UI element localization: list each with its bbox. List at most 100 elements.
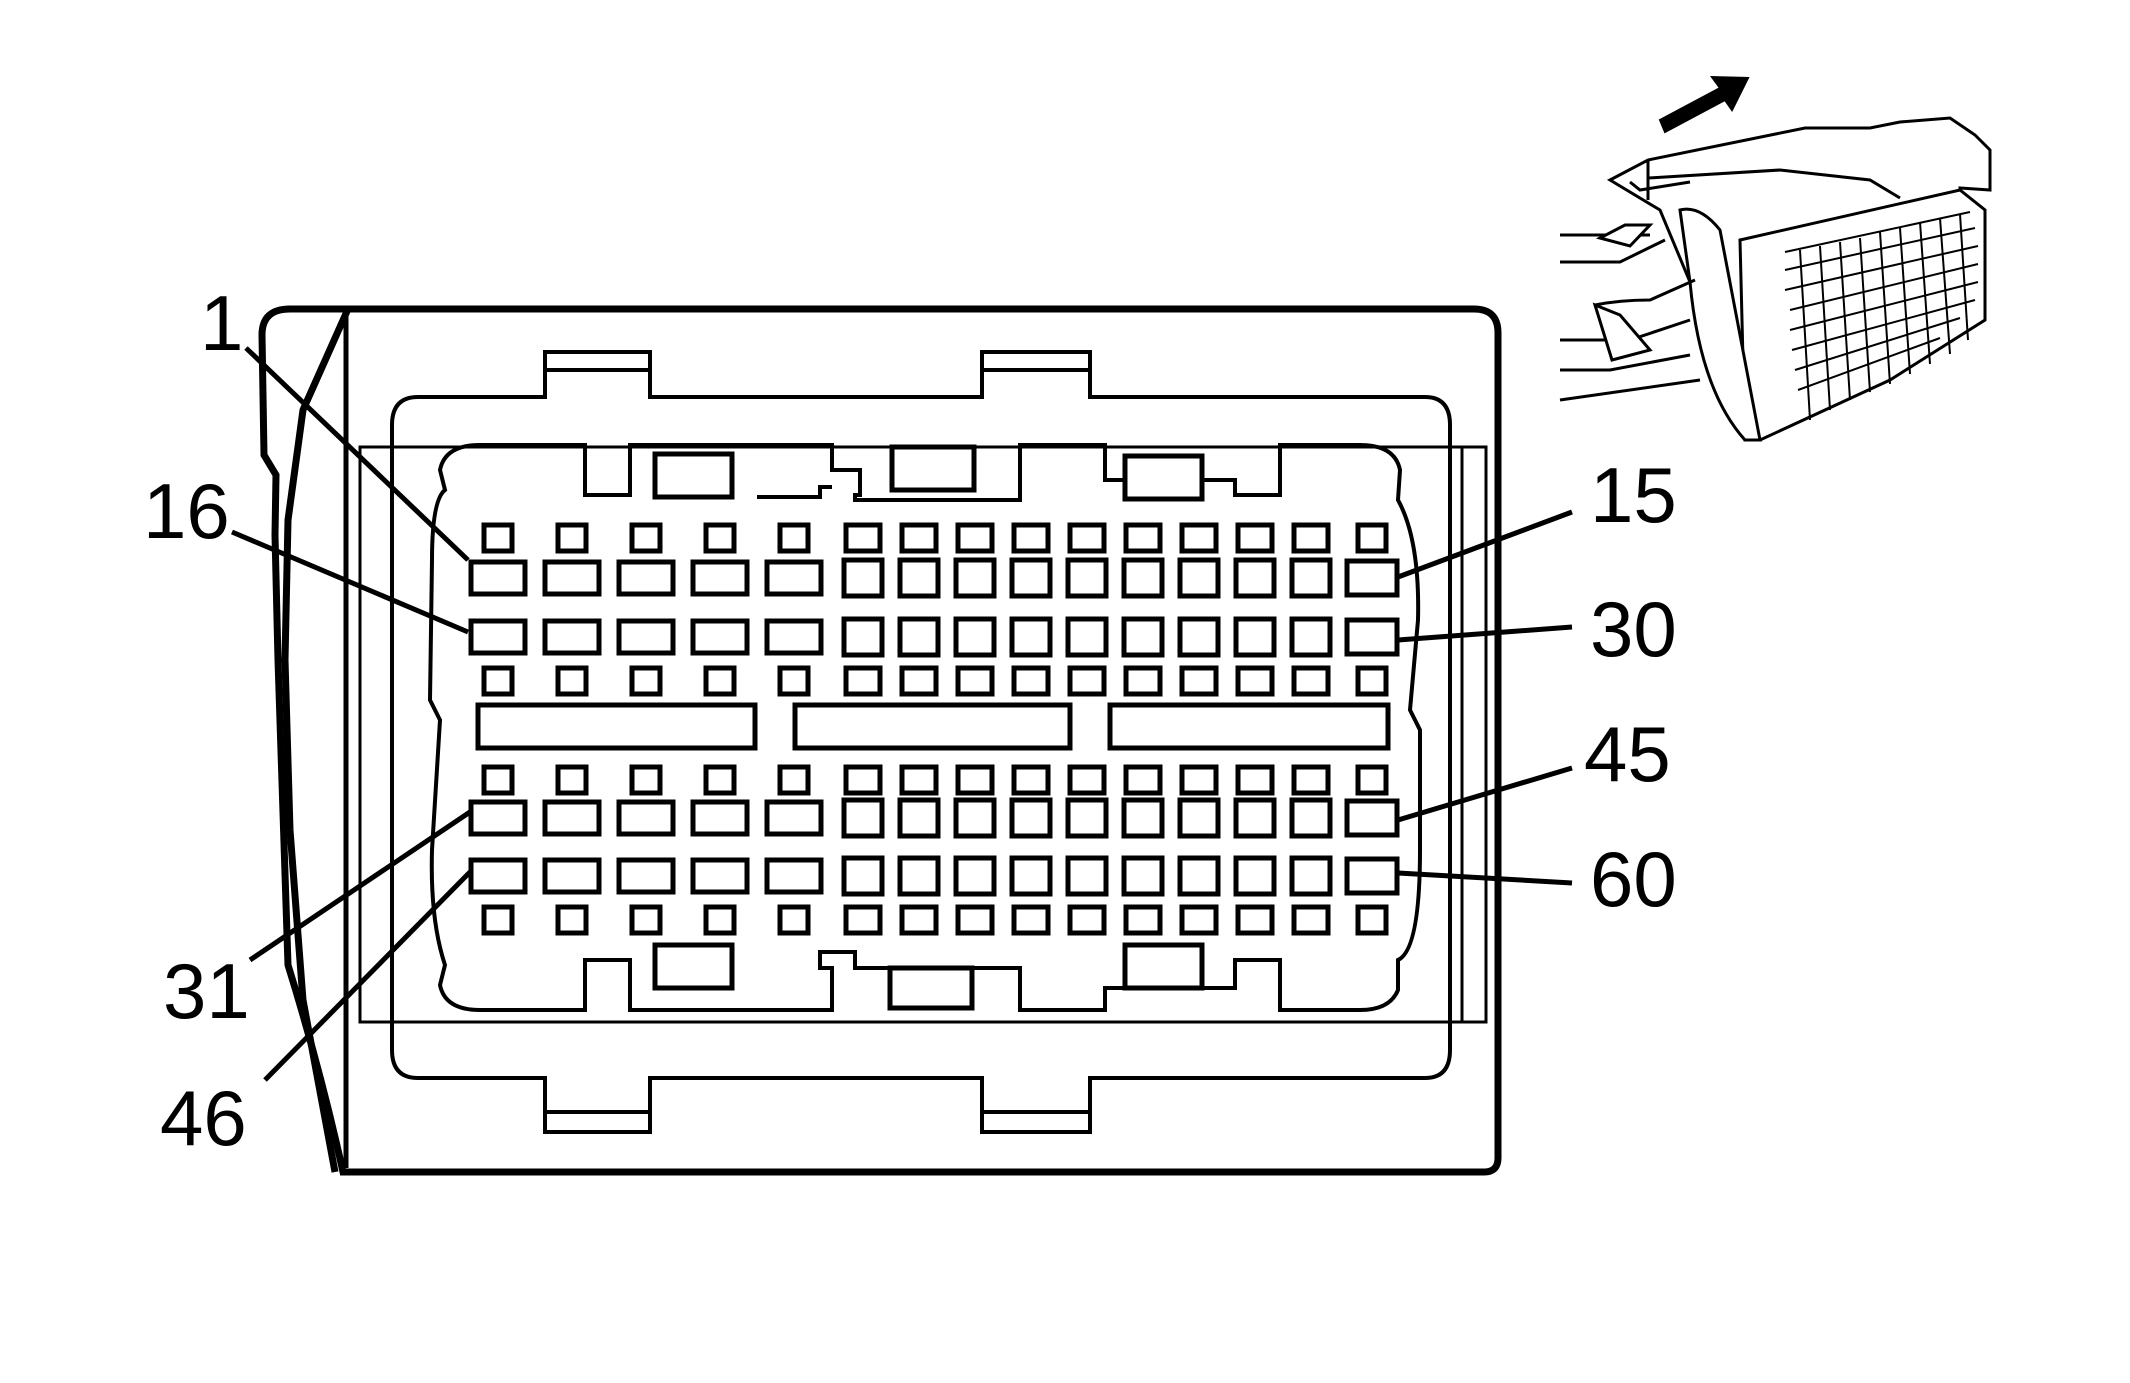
lock-window (777, 522, 811, 554)
cavity-shell-outline (390, 350, 1452, 1134)
housing-left-chamfer (281, 307, 352, 1173)
connector-perspective-icon (1559, 116, 1992, 442)
lock-window (1179, 904, 1219, 936)
lock-window (481, 764, 515, 796)
leader-line-pin-1 (244, 346, 470, 562)
label-pin-1: 1 (200, 279, 243, 367)
lock-window (629, 764, 663, 796)
leader-lines (231, 346, 1573, 1082)
lock-window (703, 665, 737, 697)
leader-line-pin-16 (231, 529, 469, 635)
lock-window (1123, 764, 1163, 796)
lock-window (1355, 665, 1389, 697)
key-slot (652, 942, 735, 991)
pin-cavity-35 (764, 799, 824, 837)
pin-cavity-12 (1177, 557, 1221, 599)
pin-cavity-22 (897, 616, 941, 658)
lock-window (1011, 522, 1051, 554)
lock-window (629, 904, 663, 936)
lock-window (1355, 522, 1389, 554)
lock-window (1011, 764, 1051, 796)
pin-cavity-55 (1065, 855, 1109, 897)
lock-window (1355, 904, 1389, 936)
leader-line-pin-60 (1397, 870, 1573, 886)
lock-window (777, 904, 811, 936)
pin-cavity-23 (953, 616, 997, 658)
lock-window (843, 665, 883, 697)
lock-window (1355, 764, 1389, 796)
label-pin-45: 45 (1584, 710, 1671, 798)
pin-cavity-52 (897, 855, 941, 897)
label-pin-30: 30 (1590, 585, 1677, 673)
pin-cavity-58 (1233, 855, 1277, 897)
key-slot (889, 444, 977, 493)
pin-cavity-18 (616, 618, 676, 656)
pin-cavity-1 (468, 559, 528, 597)
cavity-shell (390, 350, 1452, 1134)
connector-housing (258, 305, 1502, 1176)
pin-cavity-31 (468, 799, 528, 837)
pin-cavity-51 (841, 855, 885, 897)
pin-cavity-50 (764, 857, 824, 895)
pin-cavity-15 (1344, 558, 1400, 598)
lock-window (629, 665, 663, 697)
pin-cavity-38 (953, 797, 997, 839)
lock-window (899, 665, 939, 697)
lock-window (1291, 522, 1331, 554)
lock-window (1291, 764, 1331, 796)
label-pin-46: 46 (160, 1074, 247, 1162)
leader-line-pin-45 (1397, 765, 1573, 823)
lock-window (899, 904, 939, 936)
pin-cavity-43 (1233, 797, 1277, 839)
pin-cavity-45 (1344, 798, 1400, 838)
leader-line-pin-15 (1397, 509, 1573, 580)
lock-window (899, 522, 939, 554)
lock-window (1067, 522, 1107, 554)
arrow-icon (1658, 75, 1750, 134)
pin-cavity-56 (1121, 855, 1165, 897)
lock-window (1123, 522, 1163, 554)
lock-window (1291, 665, 1331, 697)
lock-window (703, 522, 737, 554)
lock-window (955, 522, 995, 554)
pin-cavity-19 (690, 618, 750, 656)
lock-window (843, 522, 883, 554)
lock-window (843, 904, 883, 936)
pin-cavity-30 (1344, 617, 1400, 657)
lock-window (703, 764, 737, 796)
label-pin-60: 60 (1590, 835, 1677, 923)
lock-window (1235, 522, 1275, 554)
lock-window (1011, 904, 1051, 936)
pin-cavity-24 (1009, 616, 1053, 658)
pin-labels: 1 16 15 30 45 60 31 46 (143, 279, 1677, 1162)
pin-cavity-2 (542, 559, 602, 597)
lock-window (1235, 665, 1275, 697)
label-pin-31: 31 (163, 947, 250, 1035)
lock-window (555, 665, 589, 697)
lock-window (1123, 665, 1163, 697)
leader-line-pin-31 (248, 809, 472, 963)
lock-window (1179, 522, 1219, 554)
pin-cavity-5 (764, 559, 824, 597)
pin-cavity-59 (1289, 855, 1333, 897)
lock-window (1067, 665, 1107, 697)
lock-window (777, 665, 811, 697)
lock-window (555, 904, 589, 936)
latch-lines (545, 368, 1090, 1114)
key-slot (1122, 453, 1205, 502)
pin-cavity-33 (616, 799, 676, 837)
lock-window (777, 764, 811, 796)
lock-window (555, 764, 589, 796)
pin-cavity-6 (841, 557, 885, 599)
lock-window (1235, 764, 1275, 796)
pin-cavity-39 (1009, 797, 1053, 839)
lock-window (955, 904, 995, 936)
lock-window (555, 522, 589, 554)
pin-cavity-7 (897, 557, 941, 599)
lock-window (1179, 665, 1219, 697)
key-slot (1122, 942, 1205, 991)
pin-cavity-21 (841, 616, 885, 658)
pin-cavity-25 (1065, 616, 1109, 658)
lock-window (1235, 904, 1275, 936)
